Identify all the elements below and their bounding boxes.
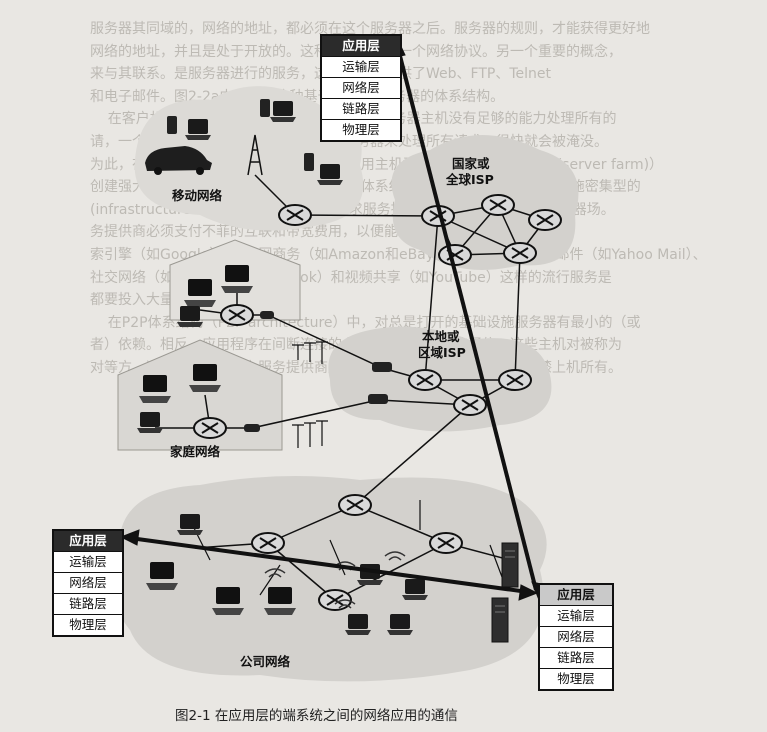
protocol-stack-top: 应用层 运输层 网络层 链路层 物理层	[320, 34, 402, 142]
stack-layer-physical: 物理层	[342, 122, 380, 137]
router-icon	[453, 394, 487, 416]
stack-layer-application: 应用层	[322, 36, 400, 57]
home-network-label: 家庭网络	[170, 444, 221, 459]
desktop-icon	[212, 587, 244, 615]
desktop-icon	[184, 279, 216, 307]
stack-layer-transport: 运输层	[322, 57, 400, 78]
modem-icon	[244, 424, 260, 432]
enterprise-network-label: 公司网络	[240, 654, 291, 669]
router-icon	[438, 244, 472, 266]
mobile-network-label: 移动网络	[172, 188, 223, 203]
desktop-icon	[221, 265, 253, 293]
router-icon	[528, 209, 562, 231]
desktop-icon	[189, 364, 221, 392]
protocol-stack-left: 应用层 运输层 网络层 链路层 物理层	[52, 529, 124, 637]
national-isp-label-line1: 国家或	[452, 156, 490, 171]
utility-poles	[189, 341, 506, 596]
router-icon	[338, 494, 372, 516]
laptop-icon	[185, 119, 211, 140]
laptop-icon	[387, 614, 413, 635]
router-icon	[278, 204, 312, 226]
stack-layer-transport: 运输层	[54, 552, 122, 573]
laptop-icon	[177, 306, 203, 327]
laptop-icon	[402, 579, 428, 600]
phone-icon	[167, 116, 177, 134]
stack-layer-transport: 运输层	[540, 606, 612, 627]
router-icon	[408, 369, 442, 391]
laptop-icon	[317, 164, 343, 185]
router-icon	[498, 369, 532, 391]
stack-layer-application: 应用层	[540, 585, 612, 606]
protocol-stack-right: 应用层 运输层 网络层 链路层 物理层	[538, 583, 614, 691]
local-isp-label-line2: 区域ISP	[418, 345, 466, 360]
cell-tower-icon	[247, 134, 263, 176]
router-icon	[251, 532, 285, 554]
modem-icon	[368, 394, 388, 404]
desktop-icon	[264, 587, 296, 615]
router-icon	[503, 242, 537, 264]
figure-caption: 图2-1 在应用层的端系统之间的网络应用的通信	[175, 708, 458, 724]
phone-icon	[260, 99, 270, 117]
laptop-icon	[137, 412, 163, 433]
stack-layer-physical: 物理层	[69, 617, 107, 632]
server-icon	[491, 597, 509, 643]
router-icon	[220, 304, 254, 326]
laptop-icon	[357, 564, 383, 585]
laptop-icon	[270, 101, 296, 122]
enterprise-network-cloud	[114, 476, 547, 682]
desktop-icon	[146, 562, 178, 590]
stack-layer-link: 链路层	[540, 648, 612, 669]
phone-icon	[304, 153, 314, 171]
local-isp-label-line1: 本地或	[422, 329, 460, 344]
modem-icon	[372, 362, 392, 372]
stack-layer-physical: 物理层	[557, 671, 595, 686]
router-icon	[481, 194, 515, 216]
stack-layer-network: 网络层	[322, 78, 400, 99]
router-icon	[193, 417, 227, 439]
laptop-icon	[177, 514, 203, 535]
laptop-icon	[345, 614, 371, 635]
stack-layer-network: 网络层	[540, 627, 612, 648]
desktop-icon	[139, 375, 171, 403]
server-icon	[501, 542, 519, 588]
modem-icon	[260, 311, 274, 319]
stack-layer-application: 应用层	[54, 531, 122, 552]
stack-layer-network: 网络层	[54, 573, 122, 594]
stack-layer-link: 链路层	[322, 99, 400, 120]
national-isp-label-line2: 全球ISP	[446, 172, 494, 187]
stack-layer-link: 链路层	[54, 594, 122, 615]
background-text-line: 服务器其同域的，网络的地址，都必须在这个服务器之后。服务器的规则，才能获得更好地	[90, 21, 650, 37]
router-icon	[429, 532, 463, 554]
car-icon	[145, 146, 212, 171]
